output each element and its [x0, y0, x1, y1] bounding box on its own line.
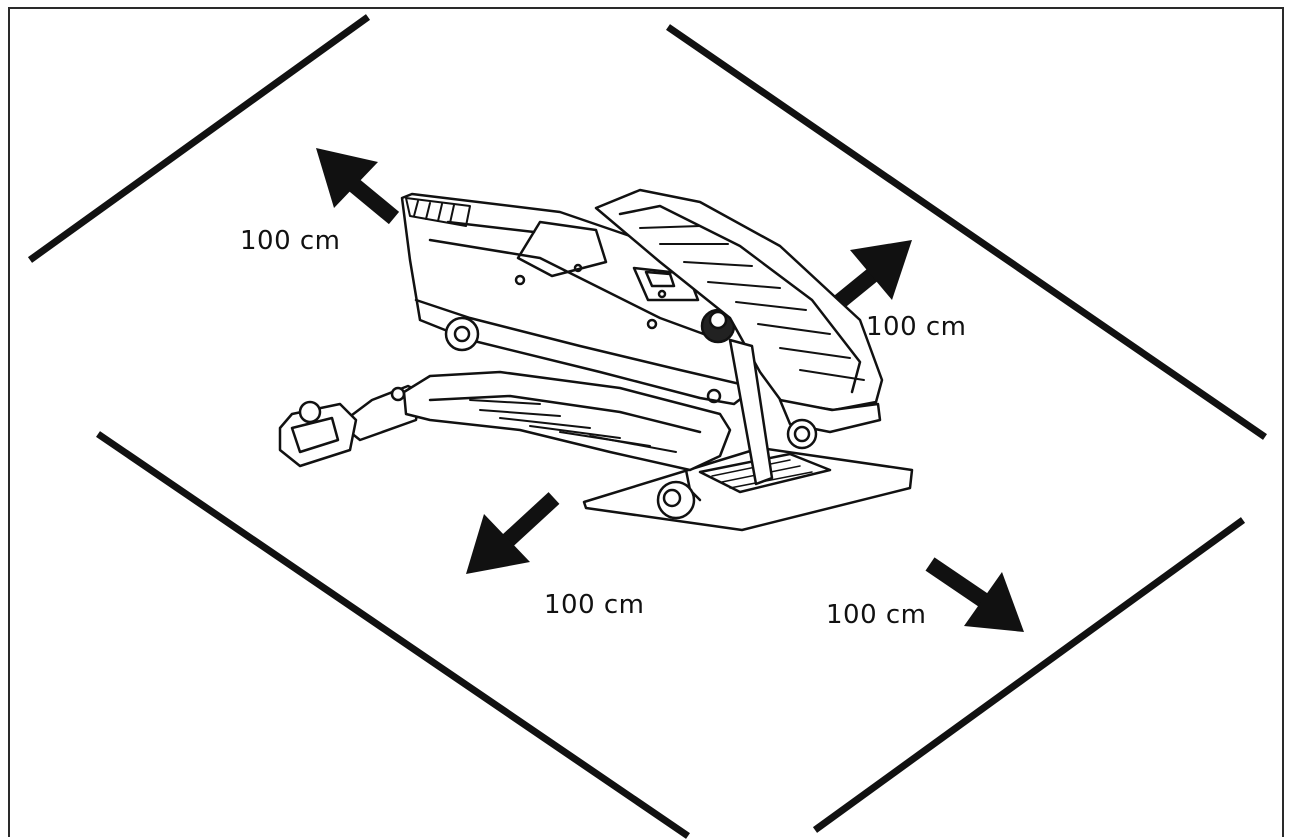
clearance-label-top-right: 100 cm [866, 312, 967, 342]
boundary-line-bottom-left [96, 431, 690, 839]
clearance-label-bottom-left: 100 cm [544, 590, 645, 620]
boundary-line-bottom-right [812, 517, 1246, 833]
boundary-line-top-right [666, 24, 1267, 440]
arrow-icon [925, 557, 1024, 632]
clearance-label-top-left: 100 cm [240, 226, 341, 256]
arrow-icon [466, 492, 560, 574]
diagram-frame [8, 7, 1284, 837]
clearance-label-bottom-right: 100 cm [826, 600, 927, 630]
arrow-icon [316, 148, 400, 225]
mini-elliptical-stepper-illustration [278, 188, 914, 532]
boundary-line-top-left [27, 14, 371, 263]
